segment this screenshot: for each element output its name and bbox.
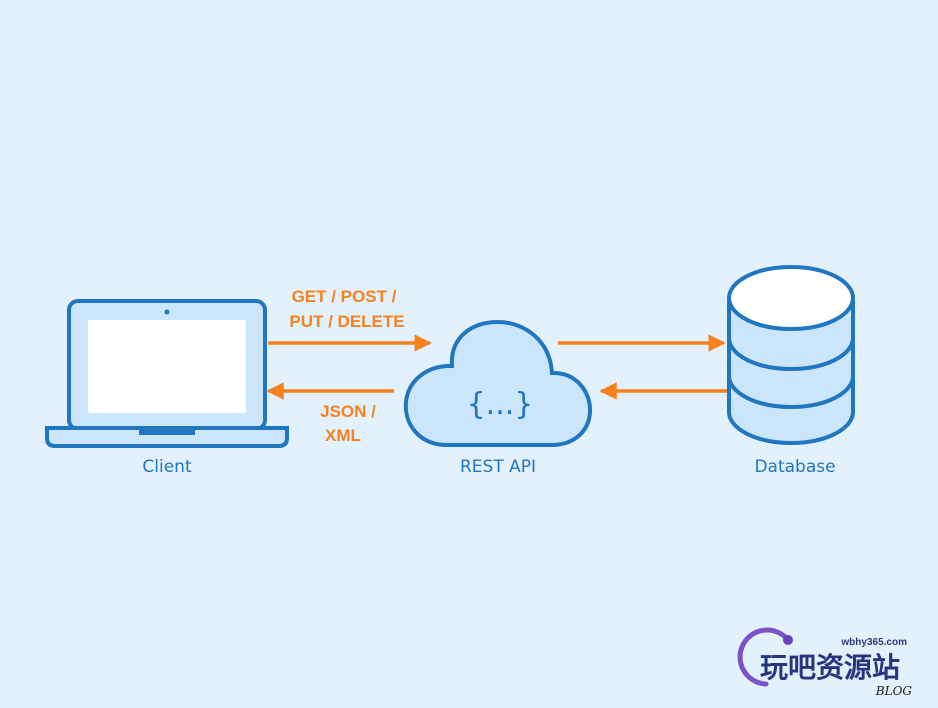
watermark-logo-arc [737,627,791,687]
watermark-logo-dot [783,635,793,645]
database-body [727,300,855,445]
watermark-domain: wbhy365.com [840,637,907,648]
laptop-icon [45,299,289,448]
cloud-shape [403,319,593,447]
request-methods-label-line2: PUT / DELETE [289,312,404,331]
rest-api-label: REST API [460,457,536,477]
response-format-label-line2: XML [325,426,361,445]
database-top [727,265,855,331]
client-label: Client [142,457,192,477]
laptop-screen [88,320,246,413]
database-ring-2 [727,375,855,409]
laptop-trackpad-notch [139,428,195,435]
watermark: wbhy365.com 玩吧资源站 BLOG [737,627,913,698]
response-format-label-line1: JSON / [320,402,376,421]
database-label: Database [754,457,835,477]
watermark-blog: BLOG [875,684,913,698]
request-methods-label-line1: GET / POST / [292,287,397,306]
api-braces-symbol: {...} [467,387,534,422]
watermark-title: 玩吧资源站 [760,651,900,684]
database-icon [727,265,855,445]
laptop-base [45,426,289,448]
laptop-camera [164,309,170,315]
database-ring-1 [727,337,855,371]
cloud-icon [403,319,593,447]
